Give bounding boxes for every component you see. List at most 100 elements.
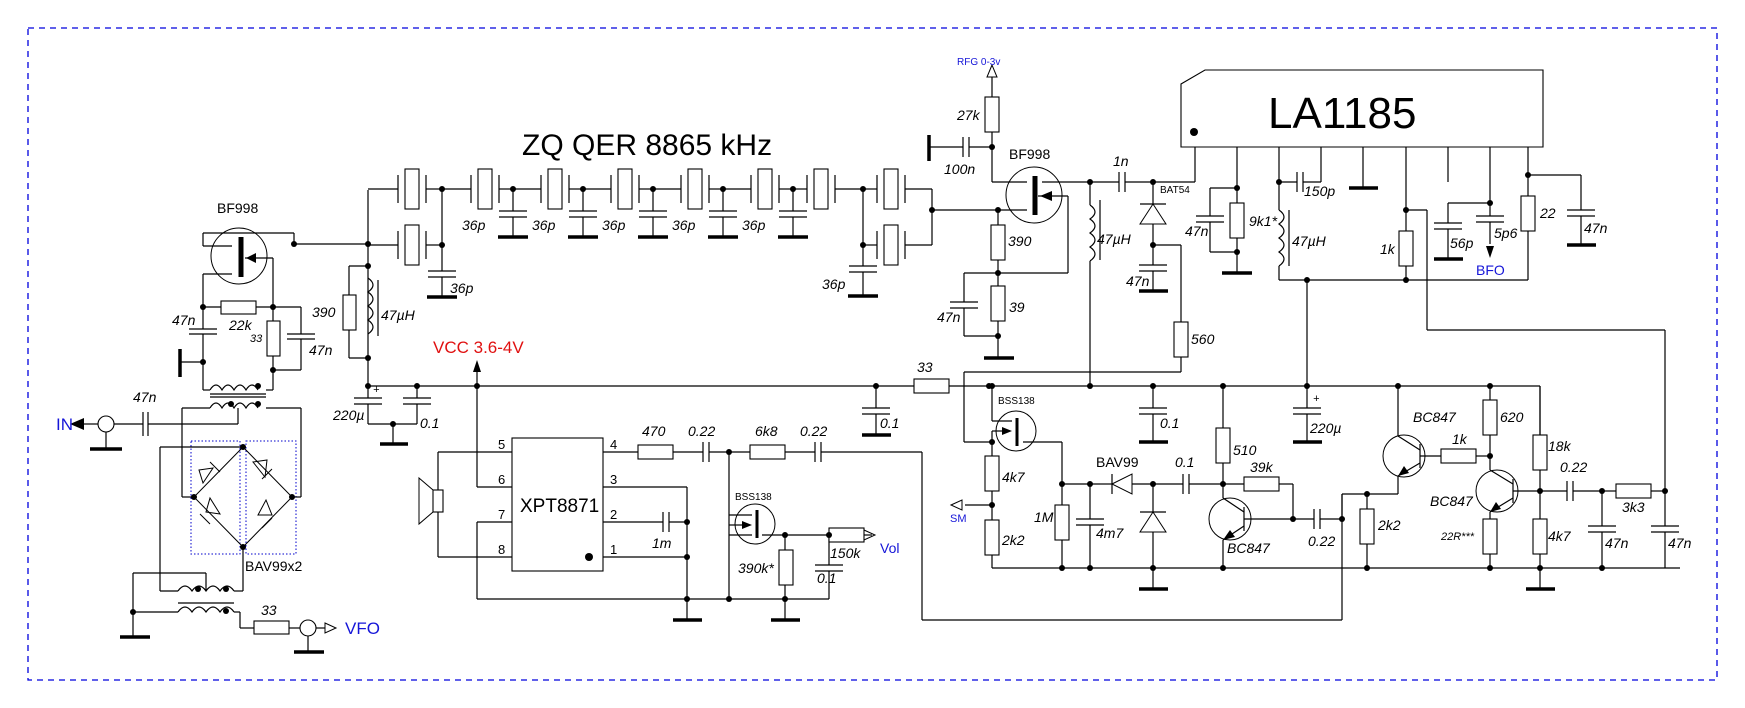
- pin-label: 3: [610, 472, 617, 487]
- plus-sign: +: [373, 384, 380, 396]
- cap-label: 36p: [532, 217, 556, 233]
- label: 6k8: [755, 423, 778, 439]
- label: 56p: [1450, 235, 1474, 251]
- xpt8871-label: XPT8871: [520, 496, 599, 517]
- label: 22k: [228, 317, 253, 333]
- label: 1M: [1034, 509, 1054, 525]
- mosfet-bss138-mute: [729, 503, 785, 545]
- supply-decoupling-2: [862, 280, 1322, 444]
- label: 18k: [1548, 438, 1572, 454]
- label: 150k: [830, 545, 861, 561]
- cap-label: 47n: [133, 389, 157, 405]
- arrow-down-icon: [1486, 246, 1494, 258]
- label: 390: [312, 304, 336, 320]
- label: 33: [261, 602, 277, 618]
- input-connector[interactable]: [70, 415, 143, 451]
- volume-network: [729, 527, 872, 622]
- label: 47n: [1605, 535, 1629, 551]
- label: 39: [1009, 299, 1025, 315]
- crystal: [883, 168, 899, 210]
- label: 9k1*: [1249, 213, 1278, 229]
- crystal: [883, 224, 899, 266]
- label: 0.22: [800, 423, 827, 439]
- bc847-label: BC847: [1413, 409, 1457, 425]
- label: 390: [1008, 233, 1032, 249]
- label: 33: [917, 359, 933, 375]
- pin-label: 8: [498, 542, 505, 557]
- arrow-right-icon: [863, 529, 877, 541]
- vol-output[interactable]: [863, 529, 877, 541]
- mosfet-bf998-if: [932, 147, 1090, 273]
- label: 47µH: [381, 307, 416, 323]
- label: 100n: [944, 161, 975, 177]
- bc847-label: BC847: [1430, 493, 1474, 509]
- arrow-up-icon: [473, 360, 481, 372]
- label: 0.1: [817, 570, 836, 586]
- bss138-sm-label: BSS138: [998, 396, 1035, 407]
- crystal: [813, 168, 829, 210]
- label: 560: [1191, 331, 1215, 347]
- label: 0.22: [688, 423, 715, 439]
- pin-label: 1: [610, 542, 617, 557]
- crystal: [404, 168, 420, 210]
- la1185-label: LA1185: [1268, 89, 1416, 138]
- crystal: [477, 168, 493, 210]
- label: 470: [642, 423, 666, 439]
- crystal: [547, 168, 563, 210]
- bf998-if-label: BF998: [1009, 146, 1050, 162]
- label: 620: [1500, 409, 1524, 425]
- in-port-label: IN: [56, 415, 73, 434]
- cap-label: 36p: [742, 217, 766, 233]
- label: 0.22: [1308, 533, 1335, 549]
- label: 2k2: [1377, 517, 1401, 533]
- if-source-network: [950, 210, 1068, 360]
- transistor-bc847-2: [1367, 386, 1490, 495]
- transistor-bc847-1: [1208, 386, 1375, 568]
- label: 1k: [1452, 431, 1468, 447]
- label: 2k2: [1001, 532, 1025, 548]
- pin-label: 4: [610, 437, 617, 452]
- label: 510: [1233, 442, 1257, 458]
- label: 39k: [1250, 459, 1274, 475]
- bss138-label: BSS138: [735, 492, 772, 503]
- resistor-22k: [203, 300, 301, 315]
- vfo-port-label: VFO: [345, 619, 380, 638]
- bc847-label: BC847: [1227, 540, 1271, 556]
- pin-label: 6: [498, 472, 505, 487]
- smeter-divider: [949, 455, 1680, 569]
- pin-label: 5: [498, 437, 505, 452]
- drain-load-1: [342, 190, 379, 386]
- bat54-label: BAT54: [1160, 185, 1190, 196]
- crystal: [687, 168, 703, 210]
- ic-xpt8871: [438, 437, 729, 622]
- vfo-connector[interactable]: [294, 619, 338, 654]
- plus-sign: +: [1313, 393, 1320, 405]
- filter-title: ZQ QER 8865 kHz: [522, 129, 772, 162]
- label: 0.1: [880, 415, 899, 431]
- crystal: [757, 168, 773, 210]
- cap-label: 36p: [602, 217, 626, 233]
- cap-label: 36p: [462, 217, 486, 233]
- label: 0.1: [1175, 454, 1194, 470]
- agc-output-network: [1526, 386, 1679, 591]
- rfg-input[interactable]: [984, 63, 1000, 147]
- pin-label: 7: [498, 507, 505, 522]
- bav99-label: BAV99: [1096, 454, 1139, 470]
- g2-bypass-cap: [927, 135, 992, 161]
- label: 0.22: [1560, 459, 1587, 475]
- rfg-port-label: RFG 0-3v: [957, 57, 1000, 68]
- label: 47n: [937, 309, 961, 325]
- bf998-label: BF998: [217, 200, 258, 216]
- label: 47µH: [1292, 233, 1327, 249]
- label: 47n: [309, 342, 333, 358]
- cap-label: 36p: [672, 217, 696, 233]
- bav99x2-label: BAV99x2: [245, 558, 303, 574]
- label: 220µ: [332, 407, 364, 423]
- cap-label: 36p: [822, 276, 846, 292]
- label: 47n: [1185, 223, 1209, 239]
- label: 22: [1539, 205, 1556, 221]
- input-transformer: [182, 383, 301, 410]
- smeter-detector: [1054, 473, 1223, 591]
